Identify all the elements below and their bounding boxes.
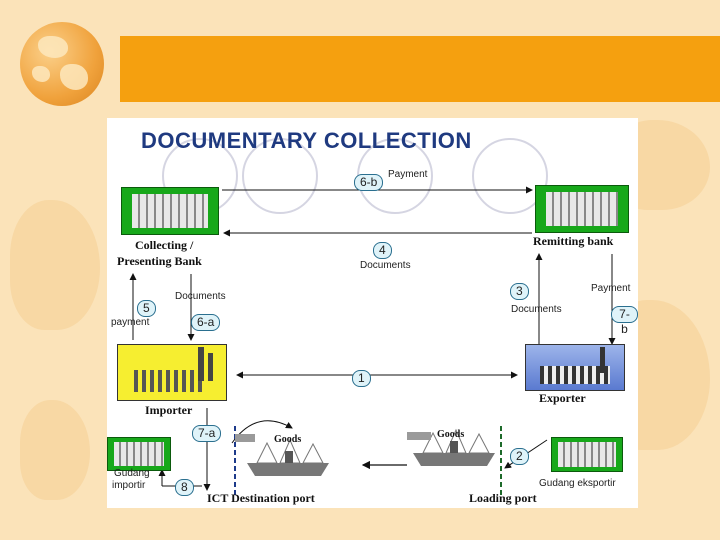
exporter-warehouse-label: Gudang eksportir: [539, 478, 616, 489]
flow-label-payment-5: payment: [111, 317, 150, 328]
importer-factory-icon: [117, 344, 227, 401]
importer-warehouse-label-1: Gudang: [114, 468, 150, 479]
goods-label-right: Goods: [437, 429, 465, 440]
remitting-bank-label: Remitting bank: [533, 234, 614, 248]
exporter-label: Exporter: [539, 391, 586, 405]
flow-label-payment-7b: Payment: [591, 283, 631, 294]
exporter-warehouse-icon: [551, 437, 623, 472]
world-map-decoration: [10, 200, 100, 330]
title-banner: [120, 36, 720, 102]
step-badge-4: 4: [373, 242, 392, 259]
remitting-bank-icon: [535, 185, 629, 233]
step-badge-7b: 7-b: [611, 306, 638, 336]
diagram-panel: DOCUMENTARY COLLECTION: [107, 118, 638, 508]
flow-label-documents-3: Documents: [511, 304, 562, 315]
importer-warehouse-label-2: importir: [112, 480, 146, 491]
exporter-factory-icon: [525, 344, 625, 391]
step-badge-6b: 6-b: [354, 174, 384, 191]
flow-label-payment-6b: Payment: [388, 169, 428, 180]
collecting-bank-label-1: Collecting /: [135, 238, 194, 252]
step-badge-6a: 6-a: [191, 314, 221, 331]
ship-loading-icon: [413, 428, 495, 466]
collecting-bank-icon: [121, 187, 219, 235]
step-badge-1: 1: [352, 370, 371, 387]
step-badge-7a: 7-a: [192, 425, 222, 442]
goods-label-left: Goods: [274, 434, 302, 445]
step-badge-8: 8: [175, 479, 194, 496]
importer-warehouse-icon: [107, 437, 171, 471]
collecting-bank-label-2: Presenting Bank: [117, 254, 202, 268]
loading-port-label: Loading port: [469, 491, 537, 505]
destination-port-label: ICT Destination port: [207, 491, 315, 505]
step-badge-2: 2: [510, 448, 529, 465]
diagram-title: DOCUMENTARY COLLECTION: [141, 128, 472, 153]
step-badge-3: 3: [510, 283, 529, 300]
step-badge-5: 5: [137, 300, 156, 317]
flow-label-documents-6a: Documents: [175, 291, 226, 302]
importer-label: Importer: [145, 403, 193, 417]
decorative-circle: [242, 138, 318, 214]
ship-destination-icon: [247, 438, 329, 476]
goods-cargo-icon: [235, 432, 431, 442]
flow-label-documents-4: Documents: [360, 260, 411, 271]
decorative-circle: [472, 138, 548, 214]
globe-logo-icon: [20, 22, 104, 106]
world-map-decoration: [20, 400, 90, 500]
